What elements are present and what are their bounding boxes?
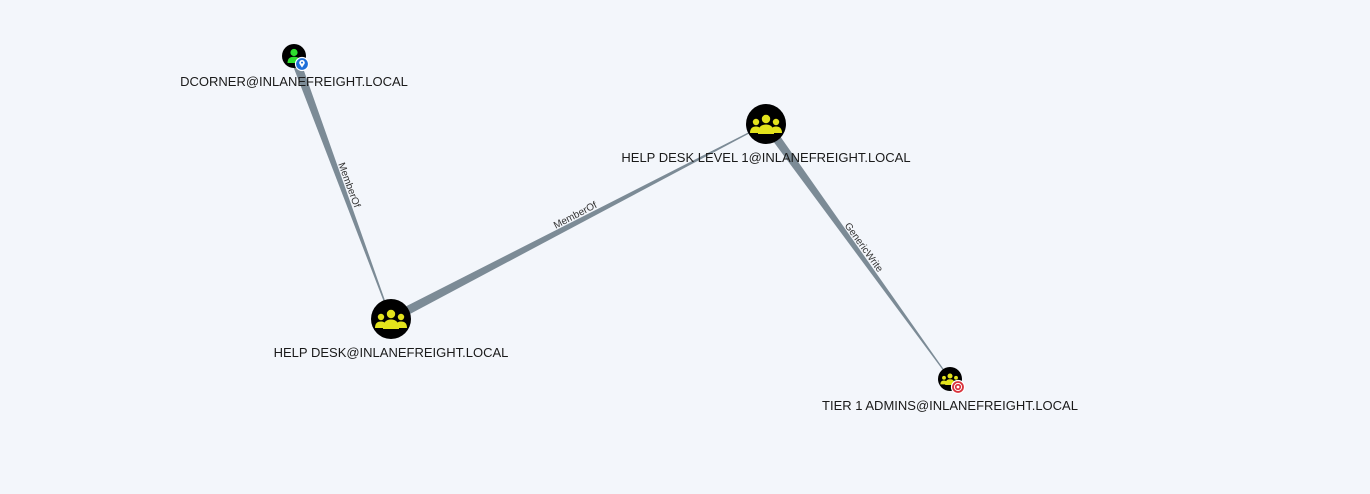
node-helpdesk[interactable]: HELP DESK@INLANEFREIGHT.LOCAL	[274, 299, 509, 360]
edge-line[interactable]	[762, 121, 951, 380]
node-label: HELP DESK LEVEL 1@INLANEFREIGHT.LOCAL	[621, 150, 910, 165]
edge-e1[interactable]: MemberOf	[289, 54, 392, 320]
edge-line[interactable]	[289, 54, 392, 320]
group-icon	[375, 309, 407, 329]
node-label: HELP DESK@INLANEFREIGHT.LOCAL	[274, 345, 509, 360]
node-circle[interactable]	[371, 299, 411, 339]
node-helpdesk1[interactable]: HELP DESK LEVEL 1@INLANEFREIGHT.LOCAL	[621, 104, 911, 165]
node-tier1[interactable]: TIER 1 ADMINS@INLANEFREIGHT.LOCAL	[822, 367, 1078, 413]
edge-label: GenericWrite	[842, 221, 885, 275]
target-icon	[950, 379, 966, 395]
node-dcorner[interactable]: DCORNER@INLANEFREIGHT.LOCAL	[180, 44, 408, 89]
owned-pin-icon	[294, 56, 310, 72]
node-label: TIER 1 ADMINS@INLANEFREIGHT.LOCAL	[822, 398, 1078, 413]
node-label: DCORNER@INLANEFREIGHT.LOCAL	[180, 74, 408, 89]
group-icon	[750, 114, 782, 134]
edge-line[interactable]	[388, 123, 767, 323]
node-circle[interactable]	[746, 104, 786, 144]
